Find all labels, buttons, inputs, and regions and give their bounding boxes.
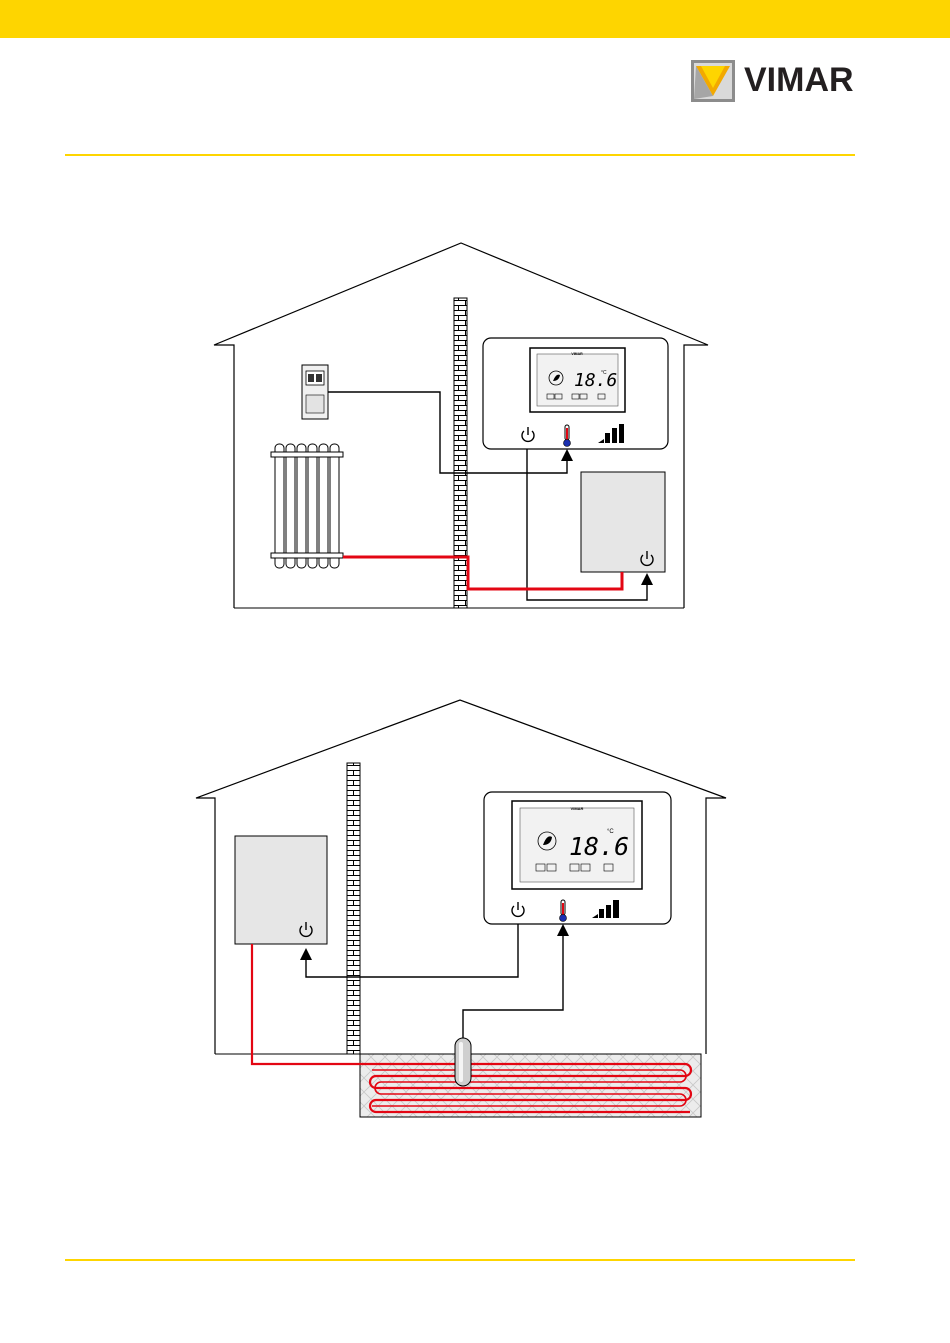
thermostat-panel: VIMAR 18.6 °C — [483, 338, 668, 449]
control-wiring-2 — [300, 924, 569, 1040]
boiler — [581, 472, 665, 572]
temperature-unit: °C — [601, 370, 607, 376]
thermostat-panel-2: VIMAR 18.6 °C — [484, 792, 671, 924]
thermostat-brand: VIMAR — [571, 352, 583, 356]
boiler-2 — [235, 836, 327, 944]
thermostat-brand-2: VIMAR — [571, 806, 584, 811]
temperature-readout-2: 18.6 — [569, 832, 629, 861]
switch-module — [302, 365, 328, 419]
house-underfloor-system: VIMAR 18.6 °C — [196, 700, 726, 1117]
temperature-readout: 18.6 — [574, 370, 617, 391]
thermometer-icon — [564, 425, 571, 447]
radiator — [271, 444, 343, 568]
temperature-unit-2: °C — [607, 829, 614, 835]
brick-wall-2 — [347, 763, 360, 1054]
thermometer-icon-2 — [560, 900, 567, 922]
brick-wall — [454, 298, 467, 608]
house-radiator-system: VIMAR 18.6 °C — [214, 243, 708, 608]
heating-pipe — [343, 557, 622, 589]
floor-sensor — [455, 1038, 471, 1086]
